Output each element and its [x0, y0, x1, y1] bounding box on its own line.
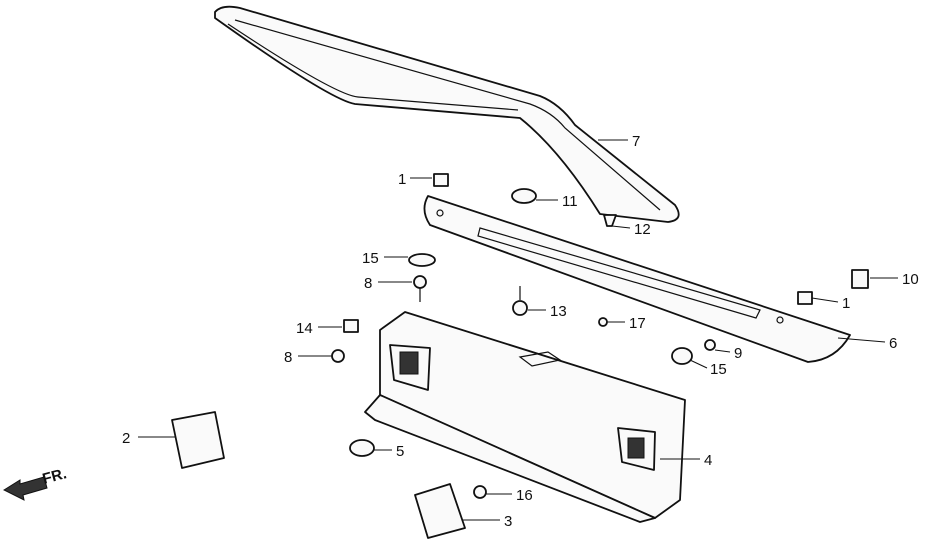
callout-8-upper: 8 — [364, 275, 372, 292]
front-direction-label: FR. — [41, 465, 69, 488]
callout-8-lower: 8 — [284, 349, 292, 366]
lower-trim-panel-part — [364, 311, 686, 523]
callout-leaders — [138, 139, 898, 521]
callout-5: 5 — [396, 443, 404, 460]
callout-1-upper: 1 — [398, 171, 406, 188]
front-direction-arrow: FR. — [2, 465, 69, 501]
callout-17: 17 — [629, 315, 646, 332]
callout-9: 9 — [734, 345, 742, 362]
callout-11: 11 — [562, 193, 578, 210]
fastener-parts — [331, 173, 869, 499]
callout-12: 12 — [634, 221, 651, 238]
callout-4: 4 — [704, 452, 712, 469]
callout-2: 2 — [122, 430, 130, 447]
callout-15-lower: 15 — [710, 361, 727, 378]
callout-10: 10 — [902, 271, 919, 288]
callout-1-right: 1 — [842, 295, 850, 312]
callout-14: 14 — [296, 320, 313, 337]
callout-labels: 7 1 11 12 15 8 13 17 14 8 10 1 6 9 15 2 … — [122, 133, 919, 530]
callout-16: 16 — [516, 487, 533, 504]
callout-7: 7 — [632, 133, 640, 150]
upper-garnish-part — [423, 195, 851, 363]
callout-15-upper: 15 — [362, 250, 379, 267]
callout-6: 6 — [889, 335, 897, 352]
callout-3: 3 — [504, 513, 512, 530]
callout-13: 13 — [550, 303, 567, 320]
access-cover-left-part — [171, 411, 225, 469]
access-cover-bottom-part — [414, 483, 466, 539]
weatherstrip-seal-part — [214, 5, 680, 223]
